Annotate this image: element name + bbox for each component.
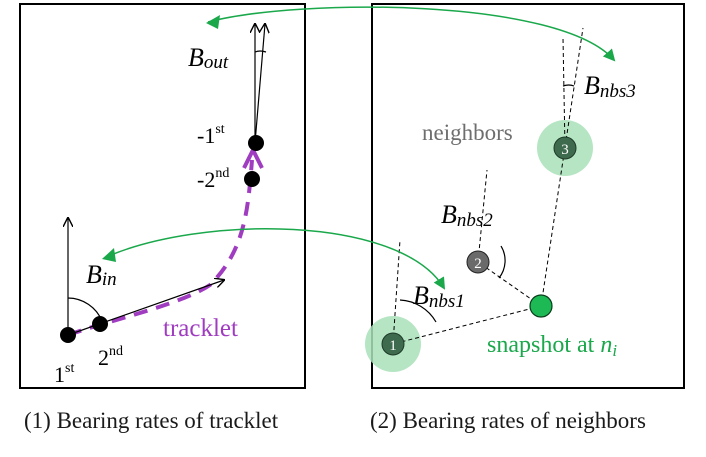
neighbor-dashed-lines [392,27,584,345]
label-b-out: Bout [188,43,229,73]
label-bnbs1: Bnbs1 [413,281,465,312]
label-b-in: Bin [86,260,117,290]
label-first: 1st [54,361,74,387]
green-link-in-nbs1 [103,228,446,290]
label-bnbs2: Bnbs2 [441,200,493,231]
label-neighbors: neighbors [422,120,513,145]
caption-panel2: (2) Bearing rates of neighbors [370,408,646,433]
bout-angle-arc [254,50,267,53]
label-snapshot: snapshot at ni [487,332,617,360]
node-first [60,327,76,343]
node-minus2 [244,171,260,187]
green-link-out-nbs3 [207,6,616,62]
node2 [466,250,490,274]
node3-number: 3 [561,142,569,158]
panel1-frame [19,3,306,389]
bout-direction-arrow [254,24,265,144]
node1 [381,332,405,356]
node-minus1 [248,135,264,151]
label-bnbs3: Bnbs3 [584,71,636,102]
label-minus1: -1st [197,122,225,148]
node1-number: 1 [389,338,397,354]
tracklet-path [67,159,254,337]
node-second [92,316,108,332]
label-tracklet: tracklet [163,315,238,342]
node2-number: 2 [474,256,482,272]
bnbs1-angle-arc [399,299,437,323]
bnbs3-angle-arc [562,84,575,87]
node3 [553,136,577,160]
label-minus2: -2nd [197,166,229,192]
green-link-in-start-arrow [102,248,116,262]
bnbs2-angle-arc [498,245,506,279]
label-second: 2nd [98,344,123,370]
caption-panel1: (1) Bearing rates of tracklet [24,408,279,433]
panel2-frame [371,3,685,389]
snapshot-node [529,294,553,318]
green-link-out-start-arrow [206,15,220,29]
